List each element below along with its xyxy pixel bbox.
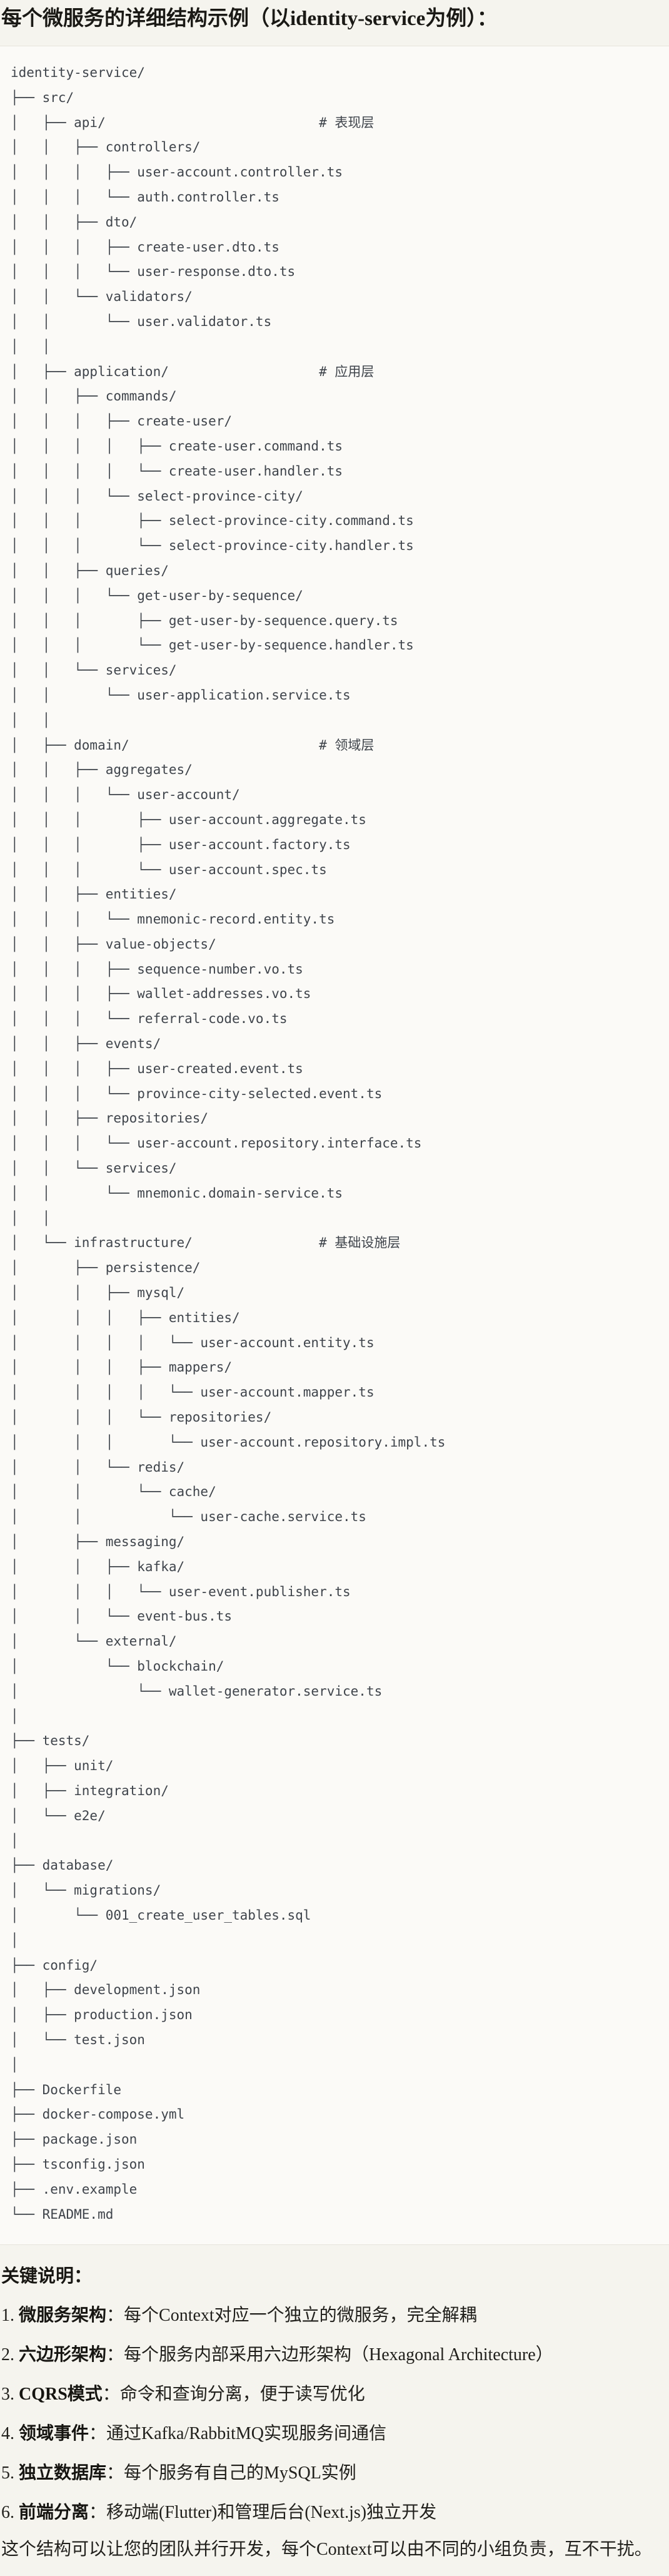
note-item-text: ：移动端(Flutter)和管理后台(Next.js)独立开发 — [89, 2503, 437, 2522]
page-title: 每个微服务的详细结构示例（以identity-service为例）： — [1, 8, 498, 30]
note-item: 4. 领域事件：通过Kafka/RabbitMQ实现服务间通信 — [1, 2421, 666, 2446]
note-item-number: 5. — [1, 2463, 19, 2483]
note-item-number: 1. — [1, 2306, 19, 2325]
note-item-label: 前端分离 — [19, 2503, 89, 2522]
notes-heading: 关键说明： — [1, 2266, 93, 2286]
note-item-text: ：每个服务内部采用六边形架构（Hexagonal Architecture） — [106, 2345, 553, 2365]
note-item: 5. 独立数据库：每个服务有自己的MySQL实例 — [1, 2461, 666, 2486]
note-item-number: 2. — [1, 2345, 19, 2365]
page-header: 每个微服务的详细结构示例（以identity-service为例）： — [0, 0, 669, 46]
note-item-number: 3. — [1, 2385, 19, 2404]
notes-list: 1. 微服务架构：每个Context对应一个独立的微服务，完全解耦 2. 六边形架… — [1, 2303, 666, 2525]
closing-paragraph: 这个结构可以让您的团队并行开发，每个Context可以由不同的小组负责，互不干扰… — [1, 2540, 652, 2559]
note-item-number: 4. — [1, 2424, 19, 2443]
note-item-text: ：每个Context对应一个独立的微服务，完全解耦 — [106, 2306, 477, 2325]
note-item-label: 六边形架构 — [19, 2345, 107, 2365]
note-item-label: 独立数据库 — [19, 2463, 107, 2483]
note-item-text: ：每个服务有自己的MySQL实例 — [106, 2463, 356, 2483]
note-item: 6. 前端分离：移动端(Flutter)和管理后台(Next.js)独立开发 — [1, 2500, 666, 2525]
notes-section: 关键说明： 1. 微服务架构：每个Context对应一个独立的微服务，完全解耦 2… — [0, 2264, 669, 2562]
note-item-label: 微服务架构 — [19, 2306, 107, 2325]
note-item-label: CQRS模式 — [19, 2385, 103, 2404]
note-item-label: 领域事件 — [19, 2424, 89, 2443]
note-item: 1. 微服务架构：每个Context对应一个独立的微服务，完全解耦 — [1, 2303, 666, 2328]
note-item: 3. CQRS模式：命令和查询分离，便于读写优化 — [1, 2382, 666, 2407]
code-block: identity-service/ ├── src/ │ ├── api/ # … — [0, 46, 669, 2245]
file-tree: identity-service/ ├── src/ │ ├── api/ # … — [11, 65, 446, 2222]
note-item-number: 6. — [1, 2503, 19, 2522]
note-item: 2. 六边形架构：每个服务内部采用六边形架构（Hexagonal Archite… — [1, 2343, 666, 2368]
note-item-text: ：命令和查询分离，便于读写优化 — [102, 2385, 365, 2404]
note-item-text: ：通过Kafka/RabbitMQ实现服务间通信 — [89, 2424, 386, 2443]
